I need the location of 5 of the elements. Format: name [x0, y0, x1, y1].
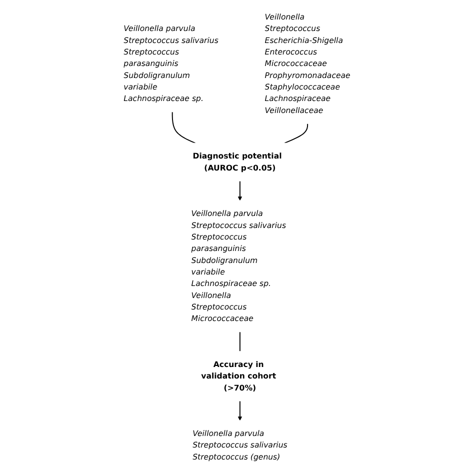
connector: [239, 331, 240, 352]
arrow: [238, 400, 242, 421]
connector: [172, 111, 196, 144]
arrow: [238, 180, 242, 201]
connector: [284, 123, 308, 144]
